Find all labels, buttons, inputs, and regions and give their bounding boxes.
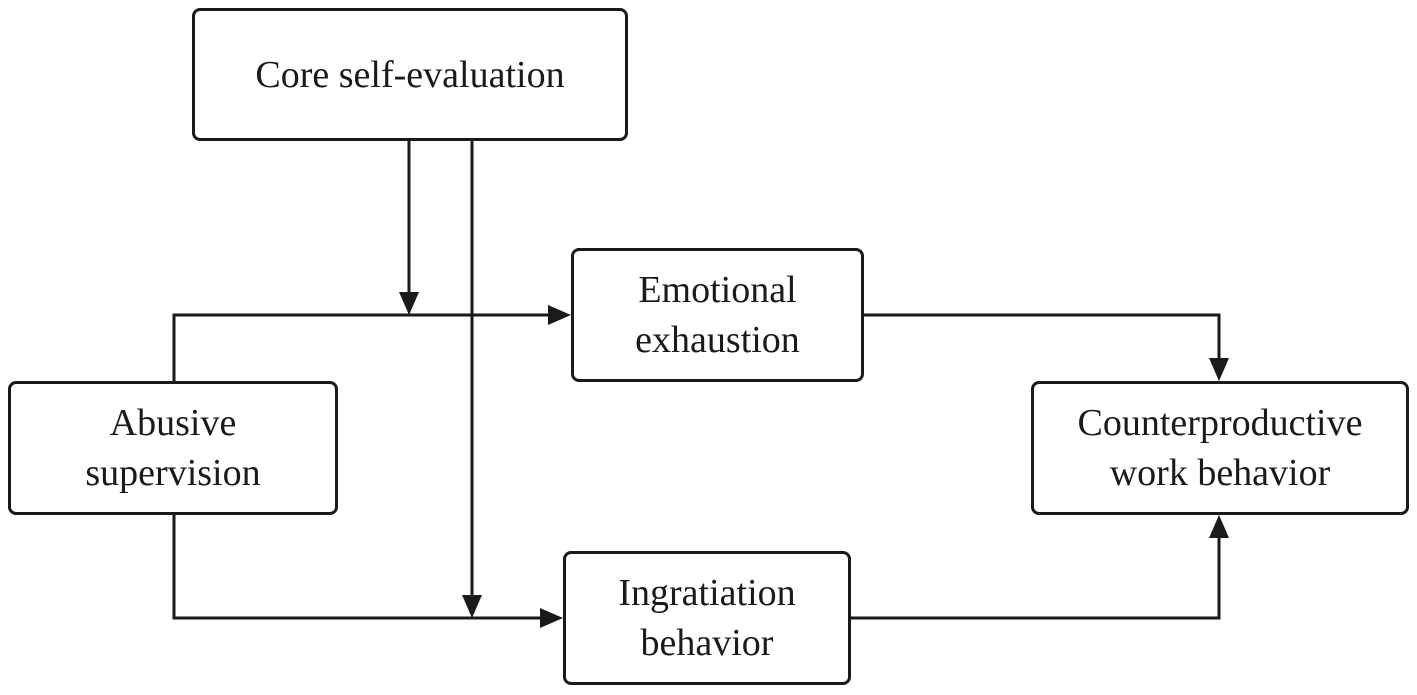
node-emotional-exhaustion: Emotional exhaustion xyxy=(571,248,864,382)
arrowhead-core-moderation-1 xyxy=(399,292,419,315)
node-label-line: behavior xyxy=(640,622,774,664)
node-label-line: Ingratiation xyxy=(618,572,796,614)
node-label-line: supervision xyxy=(85,452,261,494)
node-label-line: Core self-evaluation xyxy=(255,53,565,96)
edge-abusive-to-ingratiation xyxy=(172,515,540,620)
node-abusive-supervision: Abusive supervision xyxy=(8,381,338,515)
node-label-line: Counterproductive xyxy=(1077,402,1363,444)
node-label-line: Emotional xyxy=(638,269,797,311)
edge-emotional-to-cwb xyxy=(864,313,1221,358)
node-label-line: exhaustion xyxy=(635,319,800,361)
arrowhead-core-moderation-2 xyxy=(462,595,482,618)
node-core-self-evaluation: Core self-evaluation xyxy=(192,8,628,141)
node-counterproductive-work-behavior: Counterproductive work behavior xyxy=(1031,381,1409,515)
edge-ingratiation-to-cwb xyxy=(851,538,1221,620)
node-label-line: work behavior xyxy=(1109,452,1331,494)
node-ingratiation-behavior: Ingratiation behavior xyxy=(563,551,851,685)
arrowhead-cwb-bottom xyxy=(1209,515,1229,538)
arrowhead-ingratiation-in xyxy=(540,608,563,628)
node-label-line: Abusive xyxy=(109,402,237,444)
arrowhead-cwb-top xyxy=(1209,358,1229,381)
arrowhead-emotional-in xyxy=(548,305,571,325)
edge-abusive-to-emotional xyxy=(172,313,548,381)
